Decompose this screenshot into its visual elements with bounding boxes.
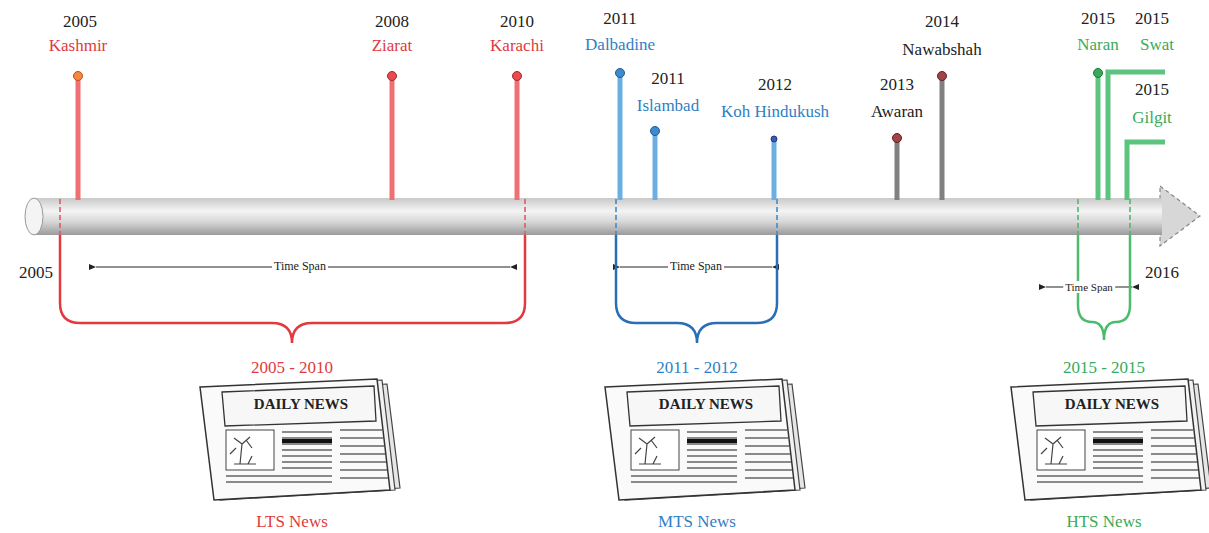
- range-label: 2005 - 2010: [249, 359, 335, 378]
- place-label: Karachi: [488, 37, 546, 56]
- place-label: Koh Hindukush: [719, 103, 831, 122]
- place-label: Swat: [1138, 36, 1176, 55]
- year-label: 2012: [756, 76, 794, 95]
- category-label: MTS News: [656, 513, 738, 532]
- newspaper-title: DAILY NEWS: [252, 396, 350, 413]
- year-label: 2010: [498, 13, 536, 32]
- year-label: 2015: [1133, 81, 1171, 100]
- place-label: Gilgit: [1130, 109, 1174, 128]
- newspaper-title: DAILY NEWS: [1063, 396, 1161, 413]
- year-label: 2013: [878, 76, 916, 95]
- range-label: 2015 - 2015: [1061, 359, 1147, 378]
- year-label: 2014: [923, 13, 961, 32]
- place-label: Nawabshah: [900, 41, 983, 60]
- year-label: 2005: [17, 264, 55, 283]
- year-label: 2015: [1079, 10, 1117, 29]
- category-label: HTS News: [1064, 513, 1143, 532]
- span-label: Time Span: [668, 260, 724, 273]
- place-label: Ziarat: [370, 37, 415, 56]
- year-label: 2011: [649, 70, 686, 89]
- place-label: Naran: [1075, 36, 1121, 55]
- year-label: 2011: [601, 10, 638, 29]
- year-label: 2016: [1143, 264, 1181, 283]
- newspaper-title: DAILY NEWS: [657, 396, 755, 413]
- place-label: Dalbadine: [583, 36, 657, 55]
- place-label: Awaran: [869, 103, 925, 122]
- range-label: 2011 - 2012: [654, 359, 740, 378]
- span-label: Time Span: [1063, 281, 1115, 293]
- category-label: LTS News: [254, 513, 330, 532]
- year-label: 2005: [61, 13, 99, 32]
- span-label: Time Span: [272, 260, 328, 273]
- place-label: Kashmir: [47, 37, 110, 56]
- year-label: 2015: [1133, 10, 1171, 29]
- year-label: 2008: [373, 13, 411, 32]
- place-label: Islambad: [635, 97, 701, 116]
